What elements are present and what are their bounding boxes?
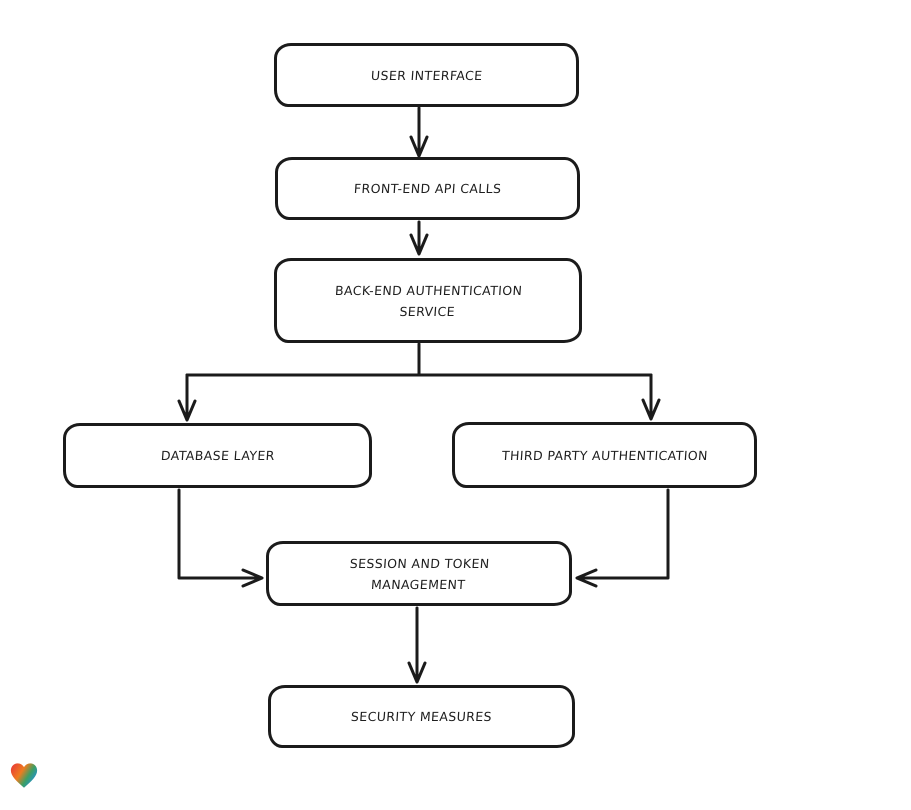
arrow-backend-branch [177,342,661,422]
node-database-layer: DATABASE LAYER [63,423,372,488]
node-back-end-auth-service-label: BACK-END AUTHENTICATION SERVICE [334,282,523,319]
arrow-frontend-to-backend [409,220,429,256]
node-session-token-management-label: SESSION AND TOKEN MANAGEMENT [349,555,491,592]
node-database-layer-label: DATABASE LAYER [160,448,275,463]
node-back-end-auth-service: BACK-END AUTHENTICATION SERVICE [274,258,582,343]
node-user-interface-label: USER INTERFACE [370,67,483,83]
arrow-session-to-security [407,606,427,684]
arrow-ui-to-frontend [409,106,429,158]
gradient-heart-logo[interactable] [9,761,39,790]
node-security-measures-label: SECURITY MEASURES [350,709,493,724]
arrow-thirdparty-to-session [575,488,670,588]
node-front-end-api-calls: FRONT-END API CALLS [275,157,580,220]
node-third-party-authentication: THIRD PARTY AUTHENTICATION [452,422,757,488]
node-third-party-authentication-label: THIRD PARTY AUTHENTICATION [501,447,708,463]
arrow-database-to-session [177,488,264,588]
node-front-end-api-calls-label: FRONT-END API CALLS [353,181,502,196]
heart-icon [10,763,38,788]
node-security-measures: SECURITY MEASURES [268,685,575,748]
node-session-token-management: SESSION AND TOKEN MANAGEMENT [266,541,572,606]
node-user-interface: USER INTERFACE [274,43,579,107]
